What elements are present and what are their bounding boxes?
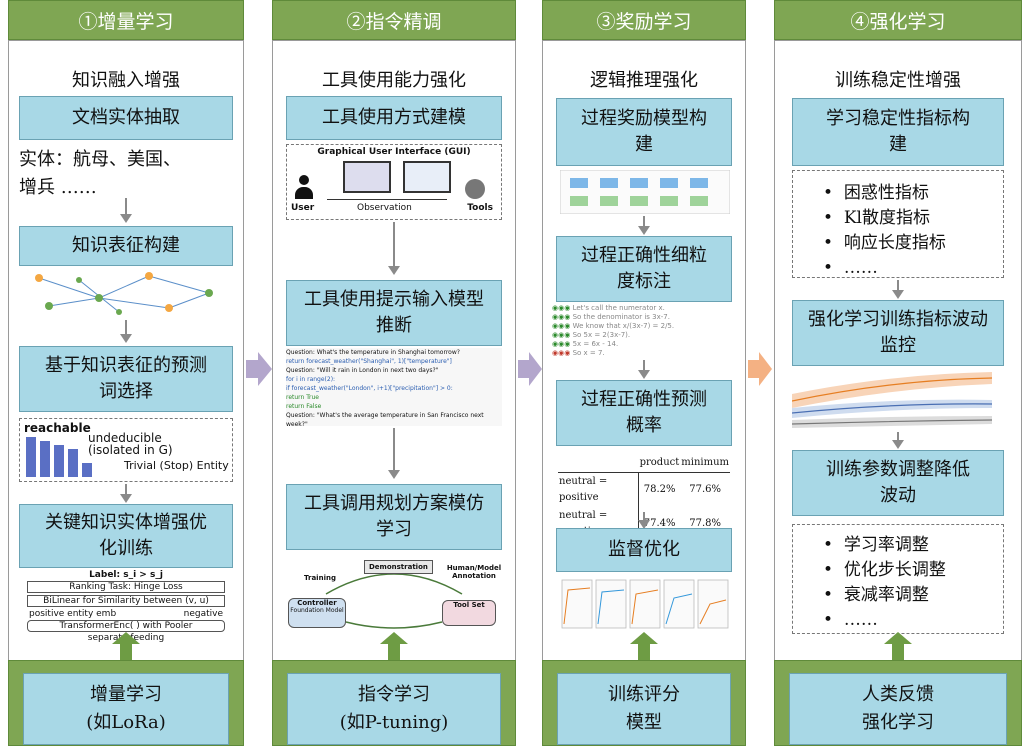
list-item: • 响应长度指标 bbox=[823, 233, 946, 253]
column-subtitle: 工具使用能力强化 bbox=[322, 70, 466, 91]
flow-arrowhead bbox=[638, 226, 650, 235]
observation-arrow bbox=[327, 199, 447, 200]
column-header: ③奖励学习 bbox=[542, 0, 746, 40]
planning-arcs bbox=[325, 573, 463, 629]
flow-arrowhead bbox=[388, 470, 400, 479]
green-up-arrow bbox=[380, 632, 408, 660]
flow-arrow bbox=[393, 428, 395, 472]
column-instruction-tuning: ②指令精调 工具使用能力强化 工具使用方式建模 Graphical User I… bbox=[272, 0, 516, 746]
flow-arrow bbox=[643, 512, 645, 522]
method-box: 人类反馈 强化学习 bbox=[789, 673, 1007, 745]
flow-arrowhead bbox=[120, 214, 132, 223]
column-reward-learning: ③奖励学习 逻辑推理强化 过程奖励模型构建 过程正确性细粒度标注 ◉◉◉ Let… bbox=[542, 0, 746, 746]
code-snippet-image: Question: What's the temperature in Shan… bbox=[286, 348, 502, 426]
gui-image: Graphical User Interface (GUI) User Obse… bbox=[286, 144, 502, 220]
column-subtitle: 逻辑推理强化 bbox=[590, 70, 698, 91]
flow-arrowhead bbox=[892, 290, 904, 299]
column-footer: 训练评分 模型 bbox=[542, 660, 746, 746]
list-item: • 困惑性指标 bbox=[823, 183, 929, 203]
flow-arrowhead bbox=[892, 440, 904, 449]
flow-arrow bbox=[125, 320, 127, 336]
stability-metrics-list: • 困惑性指标 • Kl散度指标 • 响应长度指标 • …… bbox=[792, 170, 1004, 278]
parameter-adjust-list: • 学习率调整 • 优化步长调整 • 衰减率调整 • …… bbox=[792, 524, 1004, 634]
flow-arrowhead bbox=[120, 334, 132, 343]
flow-arrow bbox=[643, 360, 645, 372]
training-curves-image bbox=[561, 579, 729, 629]
fluctuation-chart-image bbox=[792, 372, 993, 428]
connector-arrow bbox=[748, 352, 772, 386]
step-box: 训练参数调整降低波动 bbox=[792, 450, 1004, 516]
reward-model-image bbox=[560, 170, 730, 214]
bar bbox=[40, 441, 50, 477]
step-labels-image: ◉◉◉ Let's call the numerator x. ◉◉◉ So t… bbox=[552, 304, 675, 357]
column-footer: 指令学习 (如P-tuning) bbox=[272, 660, 516, 746]
column-header: ①增量学习 bbox=[8, 0, 244, 40]
step-box: 基于知识表征的预测词选择 bbox=[19, 346, 233, 412]
method-box: 增量学习 (如LoRa) bbox=[23, 673, 229, 745]
step-box: 文档实体抽取 bbox=[19, 96, 233, 140]
bar bbox=[54, 445, 64, 477]
column-subtitle: 训练稳定性增强 bbox=[835, 70, 961, 91]
step-box: 学习稳定性指标构建 bbox=[792, 98, 1004, 166]
flow-arrow bbox=[897, 280, 899, 292]
entity-text: 实体：航母、美国、 增兵 …… bbox=[19, 149, 181, 198]
bar bbox=[26, 437, 36, 477]
column-footer: 人类反馈 强化学习 bbox=[774, 660, 1022, 746]
step-box: 强化学习训练指标波动监控 bbox=[792, 300, 1004, 366]
list-item: • 衰减率调整 bbox=[823, 585, 929, 605]
step-box: 监督优化 bbox=[556, 528, 732, 572]
step-box: 过程奖励模型构建 bbox=[556, 98, 732, 166]
step-box: 过程正确性细粒度标注 bbox=[556, 236, 732, 302]
step-box: 工具调用规划方案模仿学习 bbox=[286, 484, 502, 550]
column-header: ④强化学习 bbox=[774, 0, 1022, 40]
green-up-arrow bbox=[884, 632, 912, 660]
flow-arrowhead bbox=[638, 370, 650, 379]
bar bbox=[68, 449, 78, 477]
flow-arrow bbox=[393, 222, 395, 268]
table-row: neutral = positive 78.2% 77.6% bbox=[558, 472, 730, 507]
flow-arrowhead bbox=[388, 266, 400, 275]
green-up-arrow bbox=[630, 632, 658, 660]
column-reinforcement-learning: ④强化学习 训练稳定性增强 学习稳定性指标构建 • 困惑性指标 • Kl散度指标… bbox=[774, 0, 1022, 746]
flow-arrow bbox=[643, 216, 645, 228]
controller-box: Controller Foundation Model bbox=[288, 598, 346, 628]
screen-icon bbox=[343, 161, 391, 193]
step-box: 工具使用方式建模 bbox=[286, 96, 502, 140]
tools-icon bbox=[465, 179, 485, 199]
planning-diagram-image: Demonstration Training Human/Model Annot… bbox=[286, 554, 502, 634]
green-up-arrow bbox=[112, 632, 140, 660]
column-footer: 增量学习 (如LoRa) bbox=[8, 660, 244, 746]
ranking-diagram-image: Label: s_i > s_j Ranking Task: Hinge Los… bbox=[27, 570, 225, 643]
prediction-chart-image: reachable undeducible (isolated in G) Tr… bbox=[19, 418, 233, 482]
step-box: 过程正确性预测概率 bbox=[556, 380, 732, 446]
list-item: • …… bbox=[823, 610, 878, 630]
step-box: 关键知识实体增强优化训练 bbox=[19, 504, 233, 568]
flow-arrowhead bbox=[120, 494, 132, 503]
step-box: 知识表征构建 bbox=[19, 226, 233, 266]
table-row: product minimum bbox=[558, 454, 730, 473]
method-box: 指令学习 (如P-tuning) bbox=[287, 673, 501, 745]
method-box: 训练评分 模型 bbox=[557, 673, 731, 745]
list-item: • 学习率调整 bbox=[823, 535, 929, 555]
flow-arrow bbox=[125, 198, 127, 216]
flow-arrowhead bbox=[638, 520, 650, 529]
step-box: 工具使用提示输入模型推断 bbox=[286, 280, 502, 346]
screen-icon bbox=[403, 161, 451, 193]
flow-arrow bbox=[125, 484, 127, 496]
knowledge-graph-image bbox=[35, 272, 213, 315]
flow-arrow bbox=[897, 432, 899, 442]
list-item: • 优化步长调整 bbox=[823, 560, 946, 580]
column-header: ②指令精调 bbox=[272, 0, 516, 40]
list-item: • Kl散度指标 bbox=[823, 208, 930, 228]
column-incremental-learning: ①增量学习 知识融入增强 文档实体抽取 实体：航母、美国、 增兵 …… 知识表征… bbox=[8, 0, 244, 746]
bar bbox=[82, 463, 92, 477]
list-item: • …… bbox=[823, 258, 878, 278]
connector-arrow bbox=[246, 352, 272, 386]
column-subtitle: 知识融入增强 bbox=[72, 70, 180, 91]
user-icon bbox=[295, 175, 313, 199]
connector-arrow bbox=[518, 352, 542, 386]
